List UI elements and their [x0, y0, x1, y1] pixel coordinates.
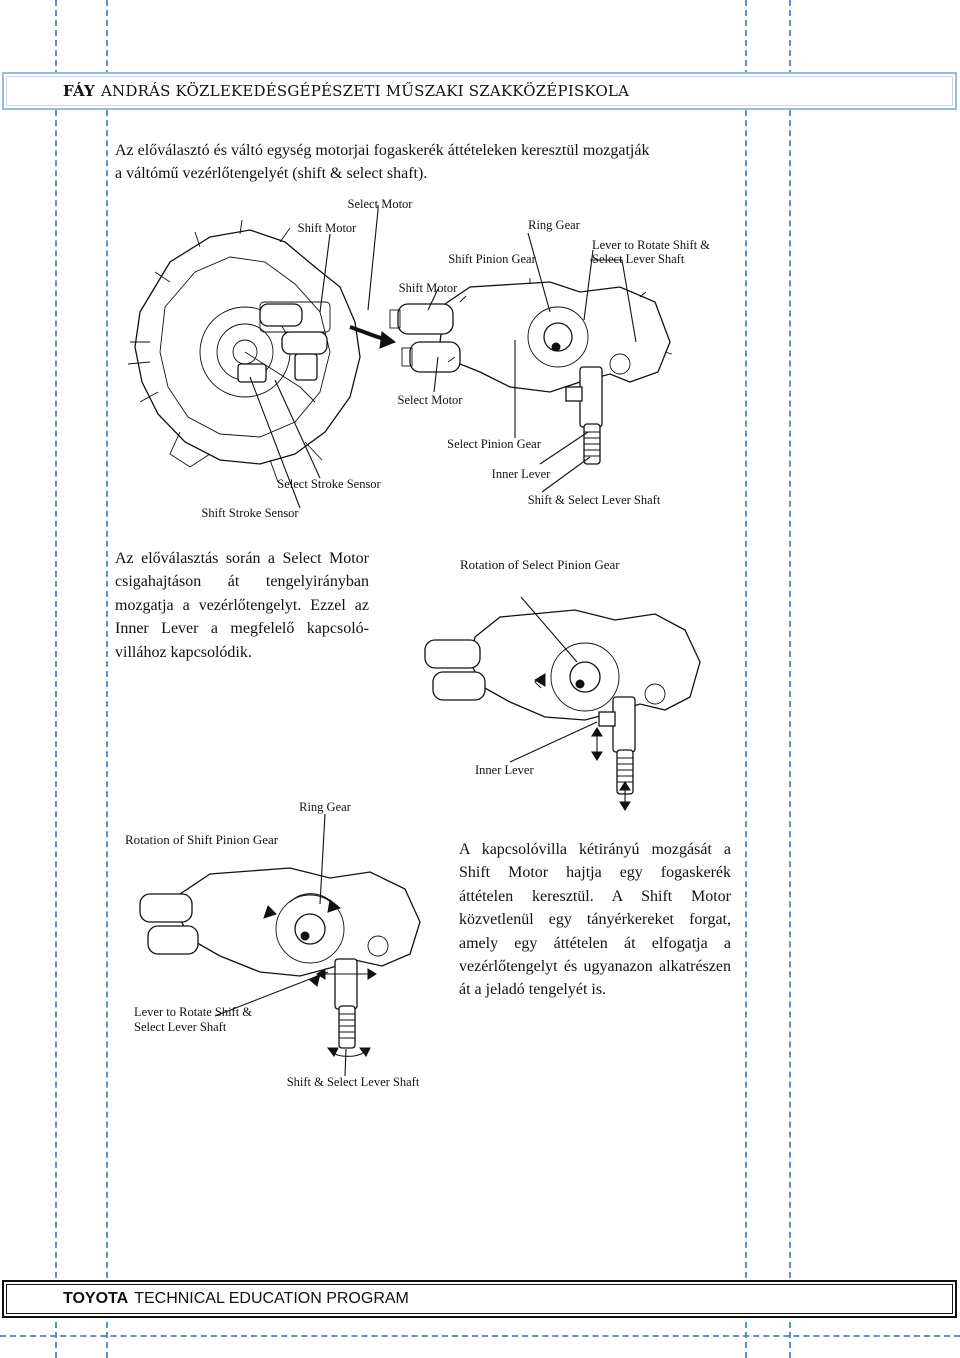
label-select-motor-top: Select Motor [348, 197, 414, 211]
label-lever-rotate-line-2: Select Lever Shaft [592, 252, 685, 266]
intro-paragraph: Az előválasztó és váltó egység motorjai … [115, 139, 735, 186]
page-footer: TOYOTA TECHNICAL EDUCATION PROGRAM [2, 1280, 957, 1318]
label-shift-pinion-gear: Shift Pinion Gear [448, 252, 536, 266]
intro-line-1: Az előválasztó és váltó egység motorjai … [115, 142, 650, 159]
guide-line-right-outer [789, 0, 791, 1358]
label-shift-stroke-sensor: Shift Stroke Sensor [201, 506, 299, 520]
figure-transmission-overview: Select Motor Shift Motor Ring Gear Lever… [110, 192, 740, 524]
header-school-name: ANDRÁS KÖZLEKEDÉSGÉPÉSZETI MŰSZAKI SZAKK… [100, 82, 630, 100]
footer-text: TOYOTA TECHNICAL EDUCATION PROGRAM [6, 1284, 953, 1314]
label-inner-lever-fig2: Inner Lever [475, 763, 534, 777]
label-rotation-select-pinion-gear: Rotation of Select Pinion Gear [460, 557, 620, 572]
select-rotation-housing-drawing [424, 609, 701, 811]
label-shift-select-lever-shaft: Shift & Select Lever Shaft [528, 493, 661, 507]
intro-line-2: a váltómű vezérlőtengelyét (shift & sele… [115, 165, 428, 183]
select-description-paragraph: Az előválasztás során a Select Motor csi… [115, 550, 369, 661]
label-ring-gear-fig3: Ring Gear [299, 800, 352, 814]
label-ring-gear: Ring Gear [528, 218, 581, 232]
shift-rotation-housing-drawing [139, 867, 421, 1057]
page-header: FÁY ANDRÁS KÖZLEKEDÉSGÉPÉSZETI MŰSZAKI S… [2, 72, 957, 110]
label-select-stroke-sensor: Select Stroke Sensor [277, 477, 381, 491]
label-lever-rotate-fig3-line-2: Select Lever Shaft [134, 1020, 227, 1034]
transfer-arrow-head [379, 331, 397, 349]
guide-line-left-inner [106, 0, 108, 1358]
header-text: FÁY ANDRÁS KÖZLEKEDÉSGÉPÉSZETI MŰSZAKI S… [6, 76, 953, 106]
guide-line-left-outer [55, 0, 57, 1358]
gear-housing-drawing [389, 278, 673, 465]
shift-description-paragraph: A kapcsolóvilla kétirányú mozgását a Shi… [459, 841, 731, 999]
label-inner-lever: Inner Lever [492, 467, 551, 481]
guide-line-right-inner [745, 0, 747, 1358]
guide-line-bottom [0, 1335, 960, 1337]
label-shift-select-lever-shaft-fig3: Shift & Select Lever Shaft [287, 1075, 420, 1089]
header-school-bold: FÁY [63, 82, 95, 100]
label-rotation-shift-pinion-gear: Rotation of Shift Pinion Gear [125, 832, 279, 847]
label-lever-rotate-fig3-line-1: Lever to Rotate Shift & [134, 1005, 252, 1019]
label-shift-motor-right: Shift Motor [399, 281, 459, 295]
figure-shift-pinion-rotation: Ring Gear Rotation of Shift Pinion Gear [120, 794, 450, 1094]
label-lever-rotate-line-1: Lever to Rotate Shift & [592, 238, 710, 252]
label-select-pinion-gear: Select Pinion Gear [447, 437, 542, 451]
label-select-motor-right: Select Motor [398, 393, 464, 407]
footer-program-name: TECHNICAL EDUCATION PROGRAM [134, 1290, 409, 1307]
label-shift-motor-left: Shift Motor [298, 221, 358, 235]
footer-brand-bold: TOYOTA [63, 1290, 129, 1307]
figure-select-pinion-rotation: Rotation of Select Pinion Gear Inner [415, 552, 715, 812]
transmission-housing-drawing [127, 219, 361, 483]
